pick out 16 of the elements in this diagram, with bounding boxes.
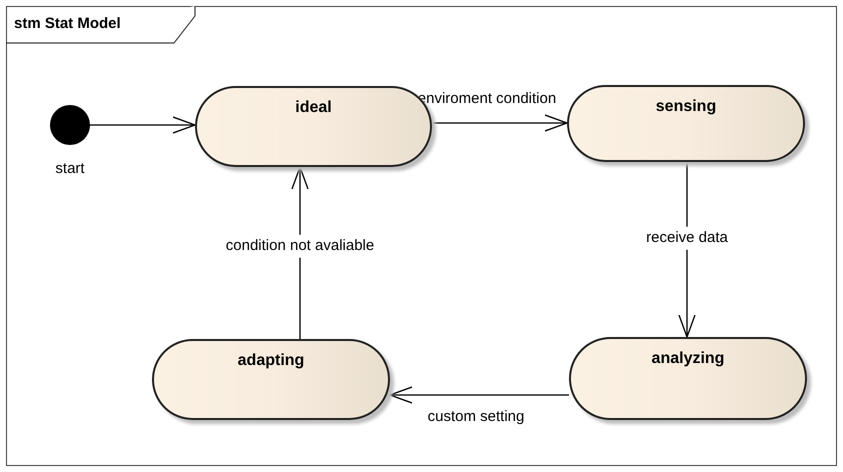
state-box <box>567 85 805 162</box>
state-box <box>569 337 807 420</box>
transition-arrow <box>389 386 569 404</box>
transition-arrow <box>432 114 568 132</box>
diagram-title: stm Stat Model <box>14 14 121 34</box>
transition-label: receive data <box>644 226 730 250</box>
transition-label: condition not avaliable <box>224 234 376 258</box>
state-box <box>152 339 390 420</box>
transition-arrow <box>90 116 196 134</box>
state-name: adapting <box>238 351 304 371</box>
state-name: sensing <box>656 97 716 117</box>
state-name: ideal <box>295 98 332 118</box>
transition-label: custom setting <box>426 406 526 427</box>
state-name: analyzing <box>652 349 724 369</box>
state-caption: start <box>55 159 85 179</box>
transition-label: enviroment condition <box>416 88 558 109</box>
